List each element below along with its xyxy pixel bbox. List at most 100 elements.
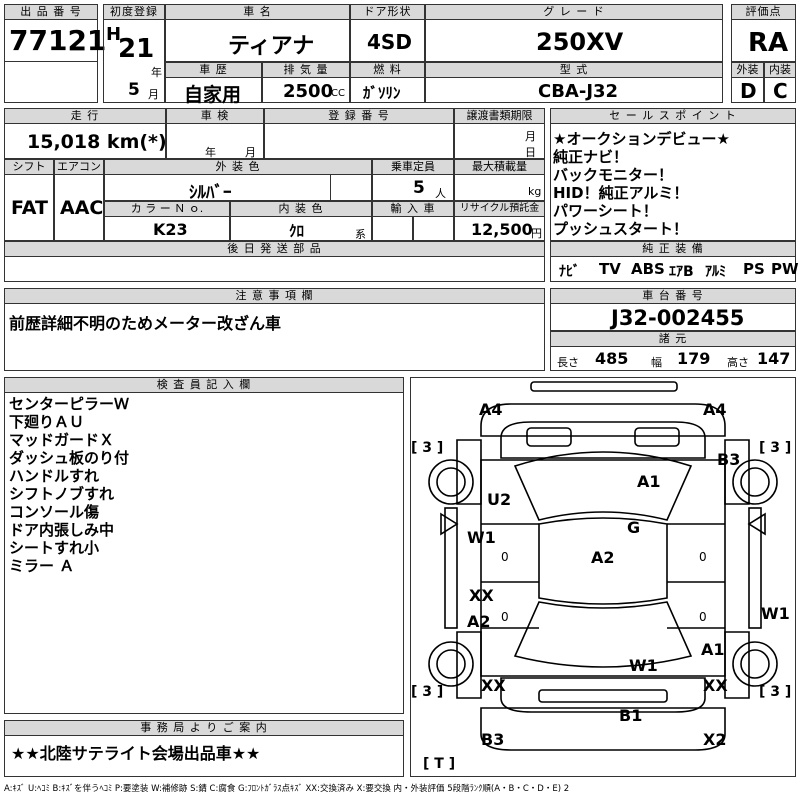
transfer-day-unit: 日 <box>525 146 536 159</box>
model: CBA-J32 <box>538 81 619 102</box>
legend: A:ｷｽﾞ U:ﾍｺﾐ B:ｷｽﾞを伴うﾍｺﾐ P:要塗装 W:補修跡 S:錆 … <box>4 784 570 794</box>
length-label: 長さ <box>557 356 579 369</box>
sales-point: 純正ナビ！ <box>553 148 629 166</box>
damage-mark: A1 <box>701 640 725 659</box>
interior-cell: C <box>764 77 796 103</box>
dims-label: 諸 元 <box>550 331 796 347</box>
inspector-box: センターピラーＷ 下廻りＡＵ マッドガードＸ ダッシュ板のり付 ハンドルすれ シ… <box>4 392 404 714</box>
car-name-cell: ティアナ <box>165 19 350 62</box>
sales-point: バックモニター！ <box>553 166 674 184</box>
score: RA <box>748 28 789 58</box>
color-no-cell: K23 <box>104 216 230 241</box>
damage-mark: G <box>627 518 641 537</box>
door-type: 4SD <box>367 30 412 54</box>
later-parts-cell <box>4 256 545 282</box>
grade-cell: 250XV <box>425 19 723 62</box>
recycle-fee: 12,500 <box>471 220 533 239</box>
inspector-item: ドア内張しみ中 <box>9 521 115 539</box>
history-label: 車 歴 <box>165 62 262 78</box>
inspection-year-unit: 年 <box>205 146 216 159</box>
equipment-item: ﾅﾋﾞ <box>559 264 580 280</box>
notes-label: 注 意 事 項 欄 <box>4 288 545 304</box>
equipment-item: ｱﾙﾐ <box>705 264 726 280</box>
color-label: 外 装 色 <box>104 159 372 175</box>
door-zero-mark: 0 <box>699 610 707 624</box>
sales-points-label: セ ー ル ス ポ イ ン ト <box>550 108 796 124</box>
capacity-label: 乗車定員 <box>372 159 454 175</box>
sales-point: HID！純正アルミ！ <box>553 184 689 202</box>
inspector-item: コンソール傷 <box>9 503 100 521</box>
door-cell: 4SD <box>350 19 425 62</box>
damage-mark: A1 <box>637 472 661 491</box>
sales-point: プッシュスタート！ <box>553 220 689 238</box>
score-cell: RA <box>731 19 796 62</box>
tire-front-left: [ 3 ] <box>411 440 444 456</box>
damage-mark: W1 <box>467 528 496 547</box>
inspector-item: 下廻りＡＵ <box>9 413 85 431</box>
transfer-label: 譲渡書類期限 <box>454 108 545 124</box>
length: 485 <box>595 349 629 368</box>
color-no-label: カ ラ ー Ｎ ｏ. <box>104 201 230 217</box>
import-cell-a <box>372 216 413 241</box>
inspector-item: センターピラーＷ <box>9 395 130 413</box>
door-zero-mark: 0 <box>699 550 707 564</box>
damage-mark: W1 <box>761 604 790 623</box>
history: 自家用 <box>184 84 242 106</box>
inspection-cell: 年 月 <box>166 123 264 159</box>
sales-point: ★オークションデビュー★ <box>553 130 730 148</box>
exterior-score: D <box>740 79 757 103</box>
sales-point: パワーシート！ <box>553 202 658 220</box>
lot-blank-cell <box>4 61 98 103</box>
model-label: 型 式 <box>425 62 723 78</box>
chassis-label: 車 台 番 号 <box>550 288 796 304</box>
inspector-item: ダッシュ板のり付 <box>9 449 130 467</box>
year-unit: 年 <box>151 66 162 79</box>
inspector-item: ハンドルすれ <box>9 467 100 485</box>
displacement-label: 排 気 量 <box>262 62 350 78</box>
inspector-item: ミラー Ａ <box>9 557 75 575</box>
capacity-cell: 5 人 <box>372 174 454 201</box>
interior-color: ｸﾛ <box>289 222 305 240</box>
fuel: ｶﾞｿﾘﾝ <box>363 84 401 102</box>
inspection-month-unit: 月 <box>245 146 256 159</box>
damage-mark: B3 <box>717 450 741 469</box>
first-reg-label: 初度登録 <box>103 4 165 20</box>
notes-text: 前歴詳細不明のためメーター改ざん車 <box>9 314 282 333</box>
score-label: 評価点 <box>731 4 796 20</box>
shift-cell: FAT <box>4 174 54 241</box>
fuel-cell: ｶﾞｿﾘﾝ <box>350 77 425 103</box>
registration-label: 登 録 番 号 <box>264 108 454 124</box>
month-unit: 月 <box>148 88 159 101</box>
import-label: 輸 入 車 <box>372 201 454 217</box>
damage-mark: W1 <box>629 656 658 675</box>
door-label: ドア形状 <box>350 4 425 20</box>
era: H <box>106 24 122 45</box>
ac-label: エアコン <box>54 159 104 175</box>
displacement: 2500 <box>283 81 334 102</box>
interior-score: C <box>773 79 788 103</box>
load-label: 最大積載量 <box>454 159 545 175</box>
displacement-unit: CC <box>331 88 345 99</box>
shift-label: シフト <box>4 159 54 175</box>
equipment-label: 純 正 装 備 <box>550 241 796 257</box>
fuel-label: 燃 料 <box>350 62 425 78</box>
height-label: 高さ <box>727 356 749 369</box>
damage-mark: B1 <box>619 706 643 725</box>
car-diagram: [ 3 ] [ 3 ] [ 3 ] [ 3 ] [ T ] A4 A4 B3 A… <box>410 377 796 777</box>
load-cell: kg <box>454 174 545 201</box>
shift: FAT <box>11 197 48 219</box>
grade: 250XV <box>536 28 624 56</box>
office-text: ★★北陸サテライト会場出品車★★ <box>11 744 261 763</box>
ac: AAC <box>60 197 104 219</box>
first-reg-cell: H 21 年 5 月 <box>103 19 165 103</box>
inspector-label: 検 査 員 記 入 欄 <box>4 377 404 393</box>
damage-mark: A4 <box>703 400 727 419</box>
inspector-item: シートすれ小 <box>9 539 100 557</box>
equipment-item: ABS <box>631 260 665 278</box>
interior-color-cell: ｸﾛ 系 <box>230 216 372 241</box>
later-parts-label: 後 日 発 送 部 品 <box>4 241 545 257</box>
grade-label: グ レ ー ド <box>425 4 723 20</box>
damage-mark: B3 <box>481 730 505 749</box>
damage-mark: XX <box>481 676 506 695</box>
mileage: 15,018 km(*) <box>27 131 167 153</box>
